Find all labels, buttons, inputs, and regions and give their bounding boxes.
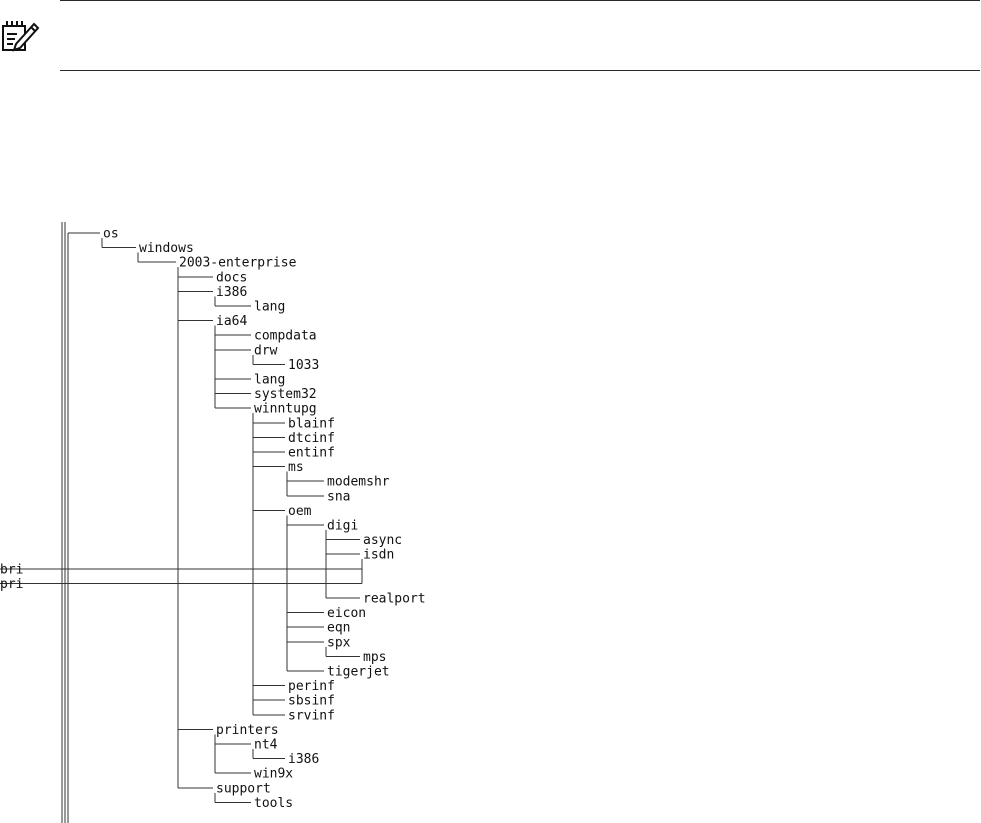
tree-node-label: i386 (216, 285, 247, 300)
tree-node-label: pri (0, 577, 23, 592)
tree-node-label: modemshr (327, 475, 390, 490)
tree-node-label: lang (254, 300, 285, 315)
tree-node-label: 1033 (288, 358, 319, 373)
tree-node-label: win9x (254, 767, 293, 782)
tree-node-label: tools (254, 796, 293, 811)
tree-node-label: docs (216, 270, 247, 285)
tree-node-label: sbsinf (288, 694, 335, 709)
tree-node-label: windows (139, 241, 194, 256)
tree-node-label: digi (327, 519, 358, 534)
tree-node-label: ia64 (216, 314, 247, 329)
tree-node-label: entinf (288, 446, 335, 461)
tree-node-label: dtcinf (288, 431, 335, 446)
tree-node-label: spx (327, 635, 351, 650)
tree-node-label: tigerjet (327, 665, 390, 680)
tree-node-label: printers (216, 723, 279, 738)
tree-node-label: sna (327, 489, 350, 504)
note-pencil-icon (2, 21, 40, 52)
tree-node-label: eqn (327, 621, 350, 636)
tree-node-label: oem (288, 504, 312, 519)
tree-node-label: async (363, 533, 402, 548)
tree-node-label: i386 (288, 752, 319, 767)
tree-node-label: lang (254, 373, 285, 388)
tree-node-label: blainf (288, 416, 335, 431)
tree-node-label: ms (288, 460, 304, 475)
tree-node-label: 2003-enterprise (179, 256, 297, 271)
tree-node-label: nt4 (254, 738, 278, 753)
tree-node-label: mps (363, 650, 386, 665)
tree-node-label: support (216, 781, 271, 796)
tree-node-label: srvinf (288, 708, 335, 723)
tree-node-label: drw (254, 343, 278, 358)
tree-node-label: realport (363, 592, 426, 607)
tree-node-label: compdata (254, 329, 317, 344)
tree-node-label: isdn (363, 548, 394, 563)
top-rule (60, 0, 980, 1)
tree-node-label: winntupg (254, 402, 317, 417)
bottom-rule (60, 70, 980, 71)
tree-node-label: perinf (288, 679, 335, 694)
tree-node-label: eicon (327, 606, 366, 621)
tree-node-label: os (103, 227, 119, 242)
tree-node-label: system32 (254, 387, 317, 402)
tree-node-label: bri (0, 562, 23, 577)
